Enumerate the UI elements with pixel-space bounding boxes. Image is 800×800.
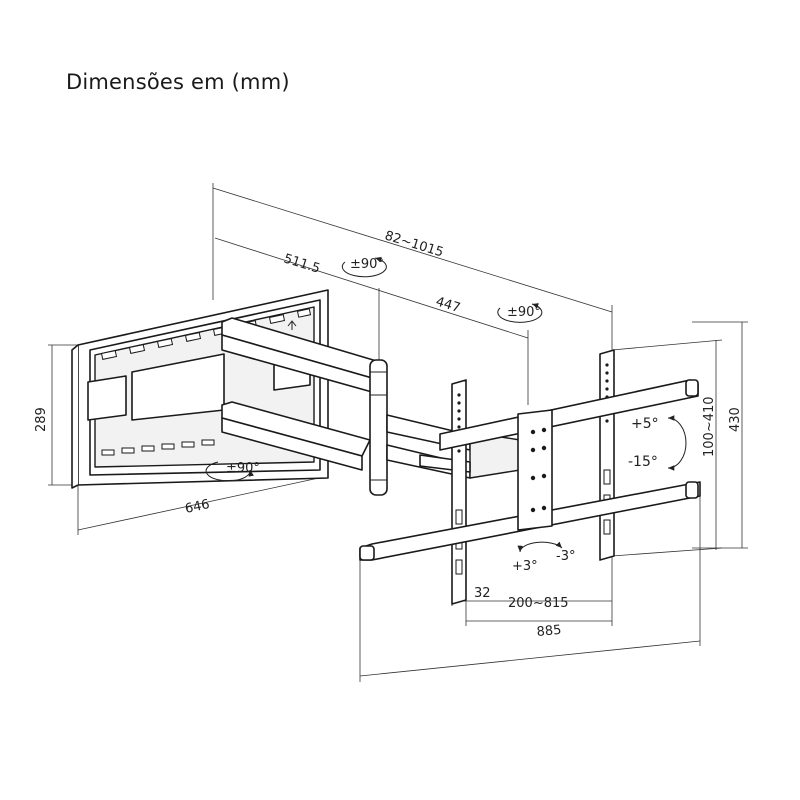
rotation-arrows <box>205 256 687 553</box>
dimension-lines <box>48 183 748 682</box>
wall-joint-rotation-label: ±90° <box>226 461 260 476</box>
total-extension-label: 82~1015 <box>383 228 445 260</box>
arm-segment-1-label: 511.5 <box>282 251 322 276</box>
arm-joint-2-rotation-label: ±90° <box>507 305 541 320</box>
bracket-depth-label: 32 <box>474 586 491 601</box>
max-width-label: 885 <box>536 623 562 640</box>
arm-joint-1-rotation-label: ±90° <box>350 257 384 272</box>
dimension-labels: 82~1015 511.5 447 289 646 100~410 430 32… <box>34 228 743 640</box>
tilt-up-label: +5° <box>631 416 659 432</box>
wall-plate <box>71 289 329 489</box>
vesa-brackets <box>359 349 701 605</box>
level-minus-label: -3° <box>556 549 575 564</box>
level-plus-label: +3° <box>512 559 538 574</box>
wall-plate-height-label: 289 <box>34 407 49 432</box>
wall-plate-width-label: 646 <box>184 497 211 517</box>
arm-segment-2-label: 447 <box>434 294 462 316</box>
page-title: Dimensões em (mm) <box>66 70 290 94</box>
bracket-height-range-label: 100~410 <box>702 396 717 457</box>
tilt-down-label: -15° <box>628 454 658 470</box>
bracket-height-label: 430 <box>728 407 743 432</box>
vesa-width-range-label: 200~815 <box>508 596 569 611</box>
